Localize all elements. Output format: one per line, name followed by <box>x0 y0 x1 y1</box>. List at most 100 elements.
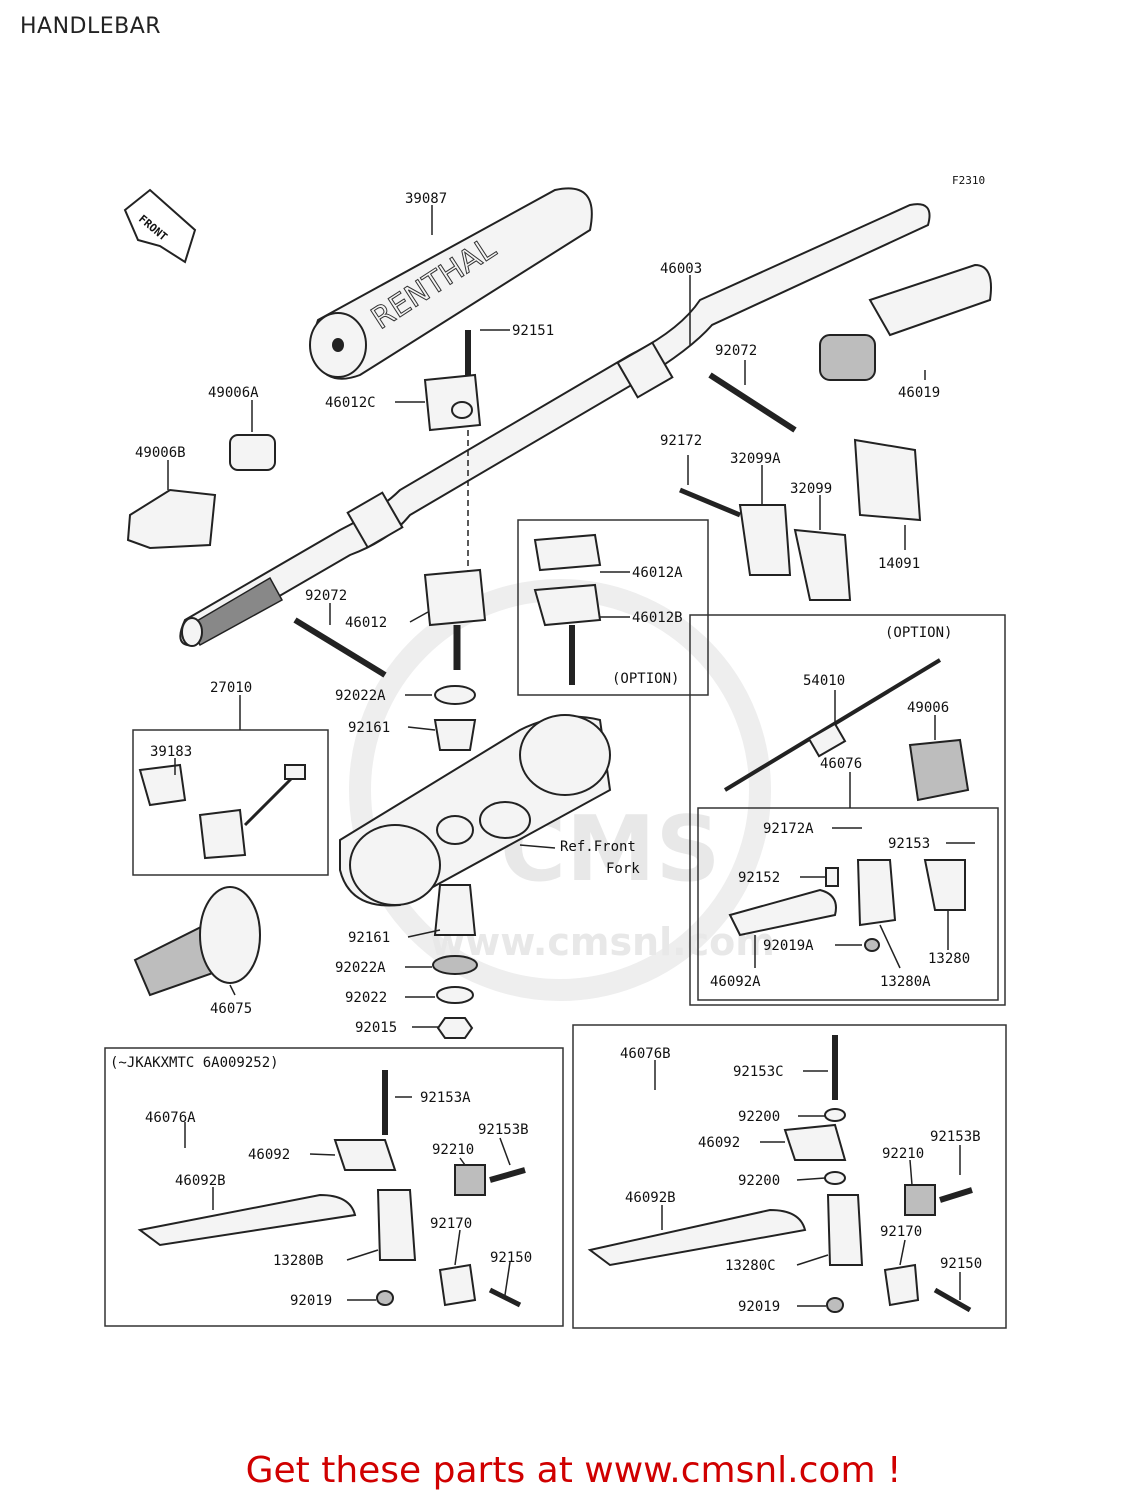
label-13280c: 13280C <box>725 1258 776 1274</box>
nut-92019a <box>864 938 880 952</box>
label-92019-right: 92019 <box>738 1299 780 1315</box>
label-92015: 92015 <box>355 1020 397 1036</box>
cover-49006b <box>126 488 217 550</box>
label-92150-right: 92150 <box>940 1256 982 1272</box>
washer-92022a-bottom <box>432 955 478 975</box>
label-92170-left: 92170 <box>430 1216 472 1232</box>
option-label-clutch: (OPTION) <box>885 625 952 641</box>
ref-front-fork-line1: Ref.Front <box>560 839 636 855</box>
housing-32099a <box>738 504 792 576</box>
label-46092a: 46092A <box>710 974 761 990</box>
option-label-clamps: (OPTION) <box>612 671 679 687</box>
label-92200-top: 92200 <box>738 1109 780 1125</box>
lever-46092a <box>728 888 837 937</box>
label-92172a: 92172A <box>763 821 814 837</box>
nut-92015 <box>436 1017 474 1039</box>
clamp-46012 <box>423 568 487 627</box>
page-title: HANDLEBAR <box>20 14 162 39</box>
cable-tie-92072-left <box>293 617 387 678</box>
lever-46092-left <box>333 1139 397 1171</box>
damper-92161-bottom <box>433 884 477 936</box>
label-92072-left: 92072 <box>305 588 347 604</box>
clamp-13280 <box>923 859 966 911</box>
label-92200-bottom: 92200 <box>738 1173 780 1189</box>
perch-13280c <box>826 1194 864 1266</box>
label-92153b-right: 92153B <box>930 1129 981 1145</box>
label-92022: 92022 <box>345 990 387 1006</box>
label-92150-left: 92150 <box>490 1250 532 1266</box>
label-46092b-right: 46092B <box>625 1190 676 1206</box>
adjuster-49006a <box>229 434 276 471</box>
footer-link-text[interactable]: Get these parts at www.cmsnl.com ! <box>245 1450 902 1491</box>
label-92153c: 92153C <box>733 1064 784 1080</box>
lever-46092b-left <box>137 1193 357 1247</box>
label-92161-top: 92161 <box>348 720 390 736</box>
label-46092-right: 46092 <box>698 1135 740 1151</box>
serial-note: (~JKAKXMTC 6A009252) <box>110 1055 279 1071</box>
option-box-clamps <box>517 519 709 696</box>
clamp-46012c <box>423 373 482 432</box>
label-49006: 49006 <box>907 700 949 716</box>
label-46076a: 46076A <box>145 1110 196 1126</box>
option-box-clutch <box>689 614 1006 1006</box>
label-32099a: 32099A <box>730 451 781 467</box>
handlebar-parts-diagram: CMS www.cmsnl.com F2310 FRONT RENTHAL <box>104 174 1007 1329</box>
adjuster-92210-right <box>904 1184 936 1216</box>
perch-13280b <box>376 1189 417 1261</box>
label-92210-right: 92210 <box>882 1146 924 1162</box>
label-46012: 46012 <box>345 615 387 631</box>
label-46012b: 46012B <box>632 610 683 626</box>
left-grip <box>133 886 261 997</box>
clamp-46012a <box>533 533 602 572</box>
label-46019: 46019 <box>898 385 940 401</box>
label-92153b-left: 92153B <box>478 1122 529 1138</box>
label-46075: 46075 <box>210 1001 252 1017</box>
lever-box-right <box>572 1024 1007 1329</box>
label-46076b: 46076B <box>620 1046 671 1062</box>
label-92019-left: 92019 <box>290 1293 332 1309</box>
label-13280a: 13280A <box>880 974 931 990</box>
screw-92172 <box>679 487 741 518</box>
switch-39183 <box>138 763 187 807</box>
label-27010: 27010 <box>210 680 252 696</box>
label-46003: 46003 <box>660 261 702 277</box>
clutch-lever-box <box>697 807 999 1001</box>
label-32099: 32099 <box>790 481 832 497</box>
front-arrow-icon: FRONT <box>123 188 197 264</box>
cable-tie-92072 <box>708 372 797 433</box>
label-54010: 54010 <box>803 673 845 689</box>
switch-body <box>198 808 247 860</box>
triple-clamp <box>339 714 612 907</box>
figure-code: F2310 <box>952 174 985 187</box>
perch-13280a <box>856 859 897 927</box>
bar-clamp-left <box>346 491 404 549</box>
watermark-url: www.cmsnl.com <box>430 920 775 964</box>
label-46012a: 46012A <box>632 565 683 581</box>
label-46012c: 46012C <box>325 395 376 411</box>
label-46092-left: 46092 <box>248 1147 290 1163</box>
label-49006b: 49006B <box>135 445 186 461</box>
label-92152: 92152 <box>738 870 780 886</box>
lever-box-left <box>104 1047 564 1327</box>
label-92210-left: 92210 <box>432 1142 474 1158</box>
label-92170-right: 92170 <box>880 1224 922 1240</box>
label-39183: 39183 <box>150 744 192 760</box>
lever-46092-right <box>783 1123 847 1161</box>
label-49006a: 49006A <box>208 385 259 401</box>
label-92153: 92153 <box>888 836 930 852</box>
washer-92022a-top <box>434 685 476 705</box>
cover-14091 <box>853 438 922 522</box>
damper-92161-top <box>433 719 477 751</box>
label-92153a: 92153A <box>420 1090 471 1106</box>
bar-clamp-right <box>616 341 674 399</box>
label-92019a: 92019A <box>763 938 814 954</box>
label-13280b: 13280B <box>273 1253 324 1269</box>
adjuster-49006 <box>908 738 970 802</box>
housing-32099 <box>793 528 852 601</box>
handlebar-pad: RENTHAL <box>308 187 593 380</box>
washer-92022 <box>436 986 474 1004</box>
adjuster-92210-left <box>454 1164 486 1196</box>
label-46092b-left: 46092B <box>175 1173 226 1189</box>
clamp-46012b <box>533 583 602 627</box>
kill-switch-box <box>132 729 329 876</box>
